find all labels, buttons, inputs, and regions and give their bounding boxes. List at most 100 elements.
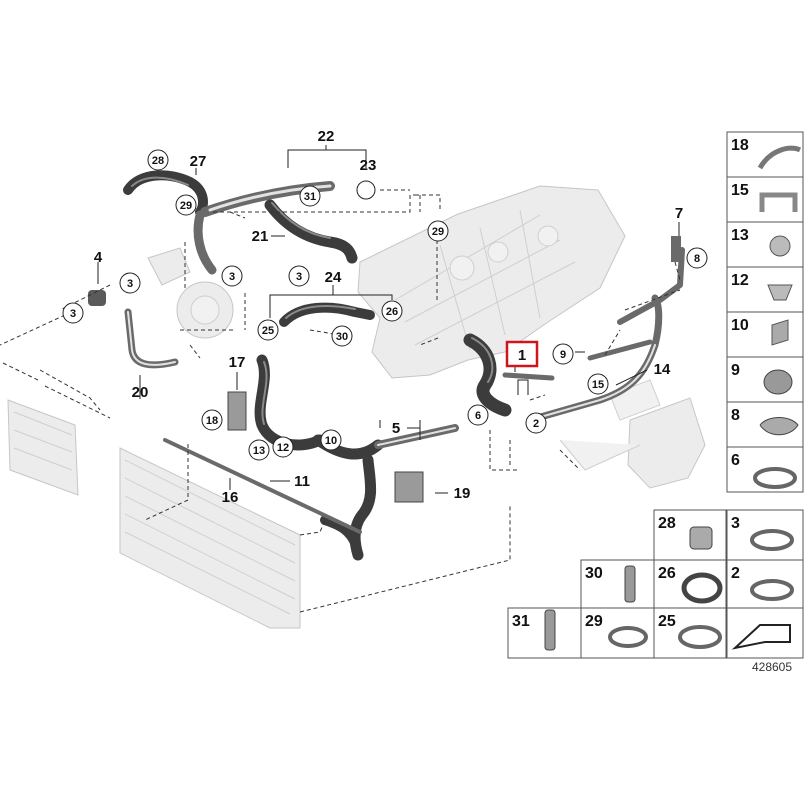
hose-right-bracket [587,339,653,361]
pipe-16 [163,438,362,534]
svg-text:28: 28 [152,155,164,167]
svg-text:8: 8 [731,407,740,424]
svg-text:3: 3 [70,308,76,320]
callout-23: 23 [360,157,377,174]
svg-text:30: 30 [585,565,603,582]
circled-callout-28: 28 [147,149,169,171]
circled-callout-8: 8 [686,247,708,269]
parts-cell-12: 12 [726,266,804,313]
parts-cell-6: 6 [726,446,804,493]
svg-text:10: 10 [731,317,749,334]
reference-lines [0,189,681,613]
svg-text:9: 9 [731,362,740,379]
hose-17 [254,354,326,451]
callout-4: 4 [94,249,103,266]
engine-block [357,185,626,379]
parts-cell-3: 3 [726,509,804,561]
parts-table: 18 15 13 12 10 9 8 6 28 3 30 26 2 31 29 … [507,131,804,659]
svg-text:8: 8 [694,253,700,265]
circled-callout-2: 2 [525,412,547,434]
callout-19: 19 [454,485,471,502]
circled-callout-23-ring [356,180,376,200]
svg-text:26: 26 [658,565,676,582]
svg-text:31: 31 [512,613,530,630]
component-4 [88,290,106,306]
callout-27: 27 [190,153,207,170]
svg-text:30: 30 [336,331,348,343]
parts-cell-31: 31 [507,607,582,659]
svg-text:9: 9 [560,349,566,361]
callout-5: 5 [392,420,400,437]
parts-cell-arrow [726,607,804,659]
parts-cell-2: 2 [726,559,804,611]
circled-callout-3-c: 3 [62,302,84,324]
circled-callout-3-a: 3 [221,265,243,287]
callout-16: 16 [222,489,239,506]
leader-lines [97,145,680,494]
parts-cell-26: 26 [653,559,727,611]
svg-text:6: 6 [475,410,481,422]
hose-21 [264,199,358,264]
pipe-14 [526,247,685,424]
highlighted-callout-1[interactable]: 1 [505,340,539,368]
svg-text:6: 6 [731,452,740,469]
circled-callout-10: 10 [320,429,342,451]
circled-callouts: 28 29 31 29 3 3 3 3 25 30 26 8 9 15 6 2 … [62,149,708,461]
hose-27 [123,170,208,217]
parts-cell-10: 10 [726,311,804,358]
component-19 [394,471,424,503]
circled-callout-26: 26 [381,300,403,322]
callout-24: 24 [325,269,342,286]
parts-cell-28: 28 [653,509,727,561]
circled-callout-29-right: 29 [427,220,449,242]
hose-24 [279,302,375,327]
radiator [119,447,301,629]
circled-callout-6: 6 [467,404,489,426]
svg-text:12: 12 [277,442,289,454]
parts-cell-9: 9 [726,356,804,403]
svg-text:15: 15 [592,379,604,391]
callout-22: 22 [318,128,335,145]
callout-14: 14 [654,361,671,378]
svg-text:29: 29 [180,200,192,212]
svg-text:13: 13 [253,445,265,457]
callout-1: 1 [518,347,526,364]
pipe-20 [124,308,179,369]
callout-7: 7 [675,205,683,222]
svg-text:31: 31 [304,191,316,203]
highlight-box [505,340,539,368]
circled-callout-3-d: 3 [288,265,310,287]
hose-lower [320,454,377,561]
auxiliary-cooler [7,399,79,496]
diagram-number: 428605 [752,660,792,674]
parts-cell-30: 30 [580,559,655,611]
svg-text:29: 29 [585,613,603,630]
callout-11: 11 [294,473,310,490]
svg-text:3: 3 [127,278,133,290]
plain-callouts: 4 20 27 21 22 23 24 17 5 19 16 11 7 14 [94,128,683,506]
circled-callout-13: 13 [248,439,270,461]
callout-17: 17 [229,354,246,371]
svg-text:2: 2 [731,565,740,582]
svg-text:26: 26 [386,306,398,318]
circled-callout-30: 30 [331,325,353,347]
hose-1 [463,333,555,417]
circled-callout-31: 31 [299,185,321,207]
parts-cell-15: 15 [726,176,804,223]
svg-text:2: 2 [533,418,539,430]
svg-text:25: 25 [262,325,274,337]
svg-text:3: 3 [229,271,235,283]
circled-callout-29: 29 [175,194,197,216]
svg-text:29: 29 [432,226,444,238]
circled-callout-18: 18 [201,409,223,431]
svg-text:13: 13 [731,227,749,244]
circled-callout-12: 12 [272,436,294,458]
svg-text:3: 3 [296,271,302,283]
svg-text:3: 3 [731,515,740,532]
expansion-tank [559,379,706,489]
circled-callout-9: 9 [552,343,574,365]
circled-callout-3-b: 3 [119,272,141,294]
callout-21: 21 [252,228,269,245]
direction-arrow-icon [731,624,791,650]
